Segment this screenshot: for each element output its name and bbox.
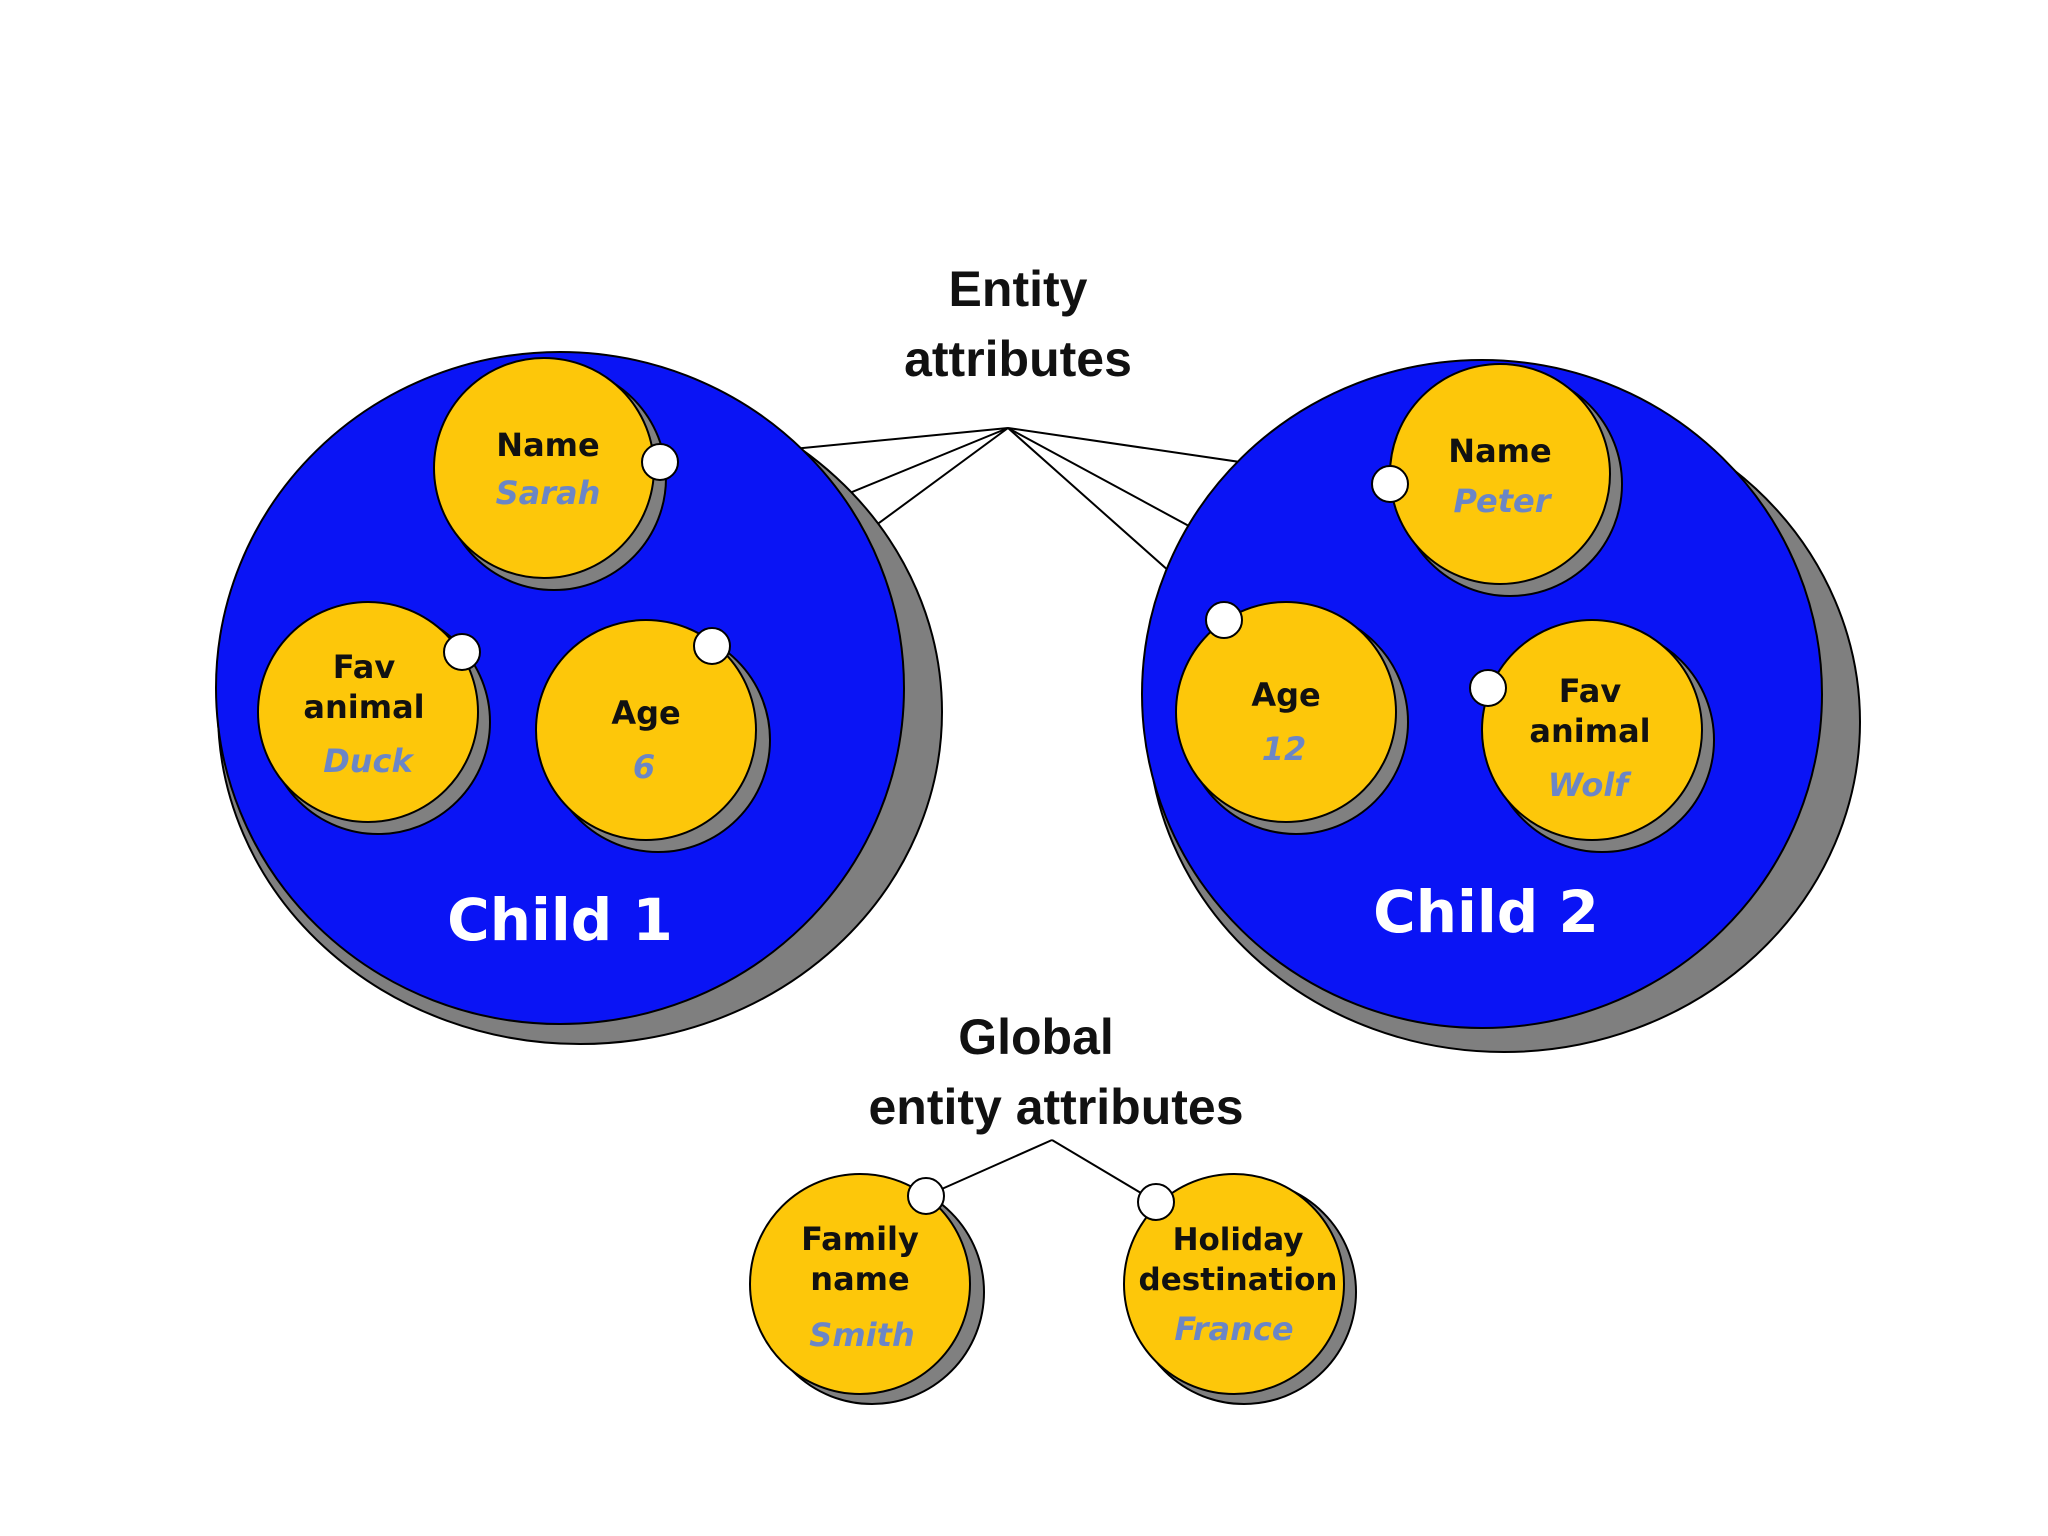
attribute-circle — [1481, 619, 1703, 841]
entity-attributes-heading: Entity attributes — [904, 261, 1132, 387]
attribute-label: destination — [1139, 1262, 1338, 1298]
entity-child-2-label: Child 2 — [1373, 878, 1599, 946]
attribute-label: Name — [496, 426, 599, 464]
attribute-node — [693, 627, 731, 665]
entity-child-1-label: Child 1 — [447, 886, 673, 954]
attribute-circle — [535, 619, 757, 841]
connector-family-name — [925, 1139, 1053, 1197]
attribute-label: Holiday — [1173, 1222, 1304, 1258]
global-connectors — [925, 1139, 1157, 1203]
global-attributes-label-line-1: Global — [958, 1009, 1114, 1065]
attribute-child2-age: Age 12 — [1175, 601, 1409, 835]
global-attribute-family-name: Family name Smith — [749, 1173, 985, 1405]
attribute-node — [641, 443, 679, 481]
attribute-label: name — [810, 1260, 909, 1298]
attribute-circle — [1175, 601, 1397, 823]
global-attribute-holiday-destination: Holiday destination France — [1123, 1173, 1357, 1405]
attribute-value: Smith — [809, 1316, 914, 1354]
entity-attributes-label-line-2: attributes — [904, 331, 1132, 387]
attribute-node — [1205, 601, 1243, 639]
attribute-value: 12 — [1262, 730, 1307, 768]
attribute-label: Name — [1448, 432, 1551, 470]
attribute-label: Family — [801, 1220, 919, 1258]
attribute-circle — [257, 601, 479, 823]
entity-child-1: Child 1 Name Sarah Fav animal Duck Age 6 — [215, 351, 943, 1045]
attribute-child2-fav-animal: Fav animal Wolf — [1469, 619, 1715, 853]
attribute-node — [443, 633, 481, 671]
connector-holiday-destination — [1051, 1139, 1157, 1203]
attribute-circle — [749, 1173, 971, 1395]
attribute-value: France — [1174, 1310, 1293, 1348]
attribute-node — [1371, 465, 1409, 503]
attribute-child2-name: Name Peter — [1371, 363, 1623, 597]
attribute-circle — [433, 357, 655, 579]
attribute-value: Duck — [323, 742, 414, 780]
attribute-node — [1137, 1183, 1175, 1221]
attribute-value: Sarah — [496, 474, 601, 512]
attribute-circle — [1389, 363, 1611, 585]
attribute-label: Fav — [333, 648, 396, 686]
entity-child-2: Child 2 Name Peter Age 12 Fav animal Wol… — [1141, 359, 1861, 1053]
attribute-node — [907, 1177, 945, 1215]
attribute-label: Fav — [1559, 672, 1622, 710]
attribute-label: Age — [1251, 676, 1320, 714]
entity-attributes-label-line-1: Entity — [949, 261, 1088, 317]
attribute-label: Age — [611, 694, 680, 732]
attribute-node — [1469, 669, 1507, 707]
attribute-child1-fav-animal: Fav animal Duck — [257, 601, 491, 835]
attribute-label: animal — [303, 688, 424, 726]
attribute-value: Wolf — [1548, 766, 1633, 804]
global-attributes-heading: Global entity attributes — [868, 1009, 1243, 1135]
global-attributes-label-line-2: entity attributes — [868, 1079, 1243, 1135]
attribute-circle — [1123, 1173, 1345, 1395]
attribute-value: Peter — [1453, 482, 1552, 520]
attribute-label: animal — [1529, 712, 1650, 750]
attribute-child1-age: Age 6 — [535, 619, 771, 853]
attribute-child1-name: Name Sarah — [433, 357, 679, 591]
attribute-value: 6 — [633, 748, 655, 786]
